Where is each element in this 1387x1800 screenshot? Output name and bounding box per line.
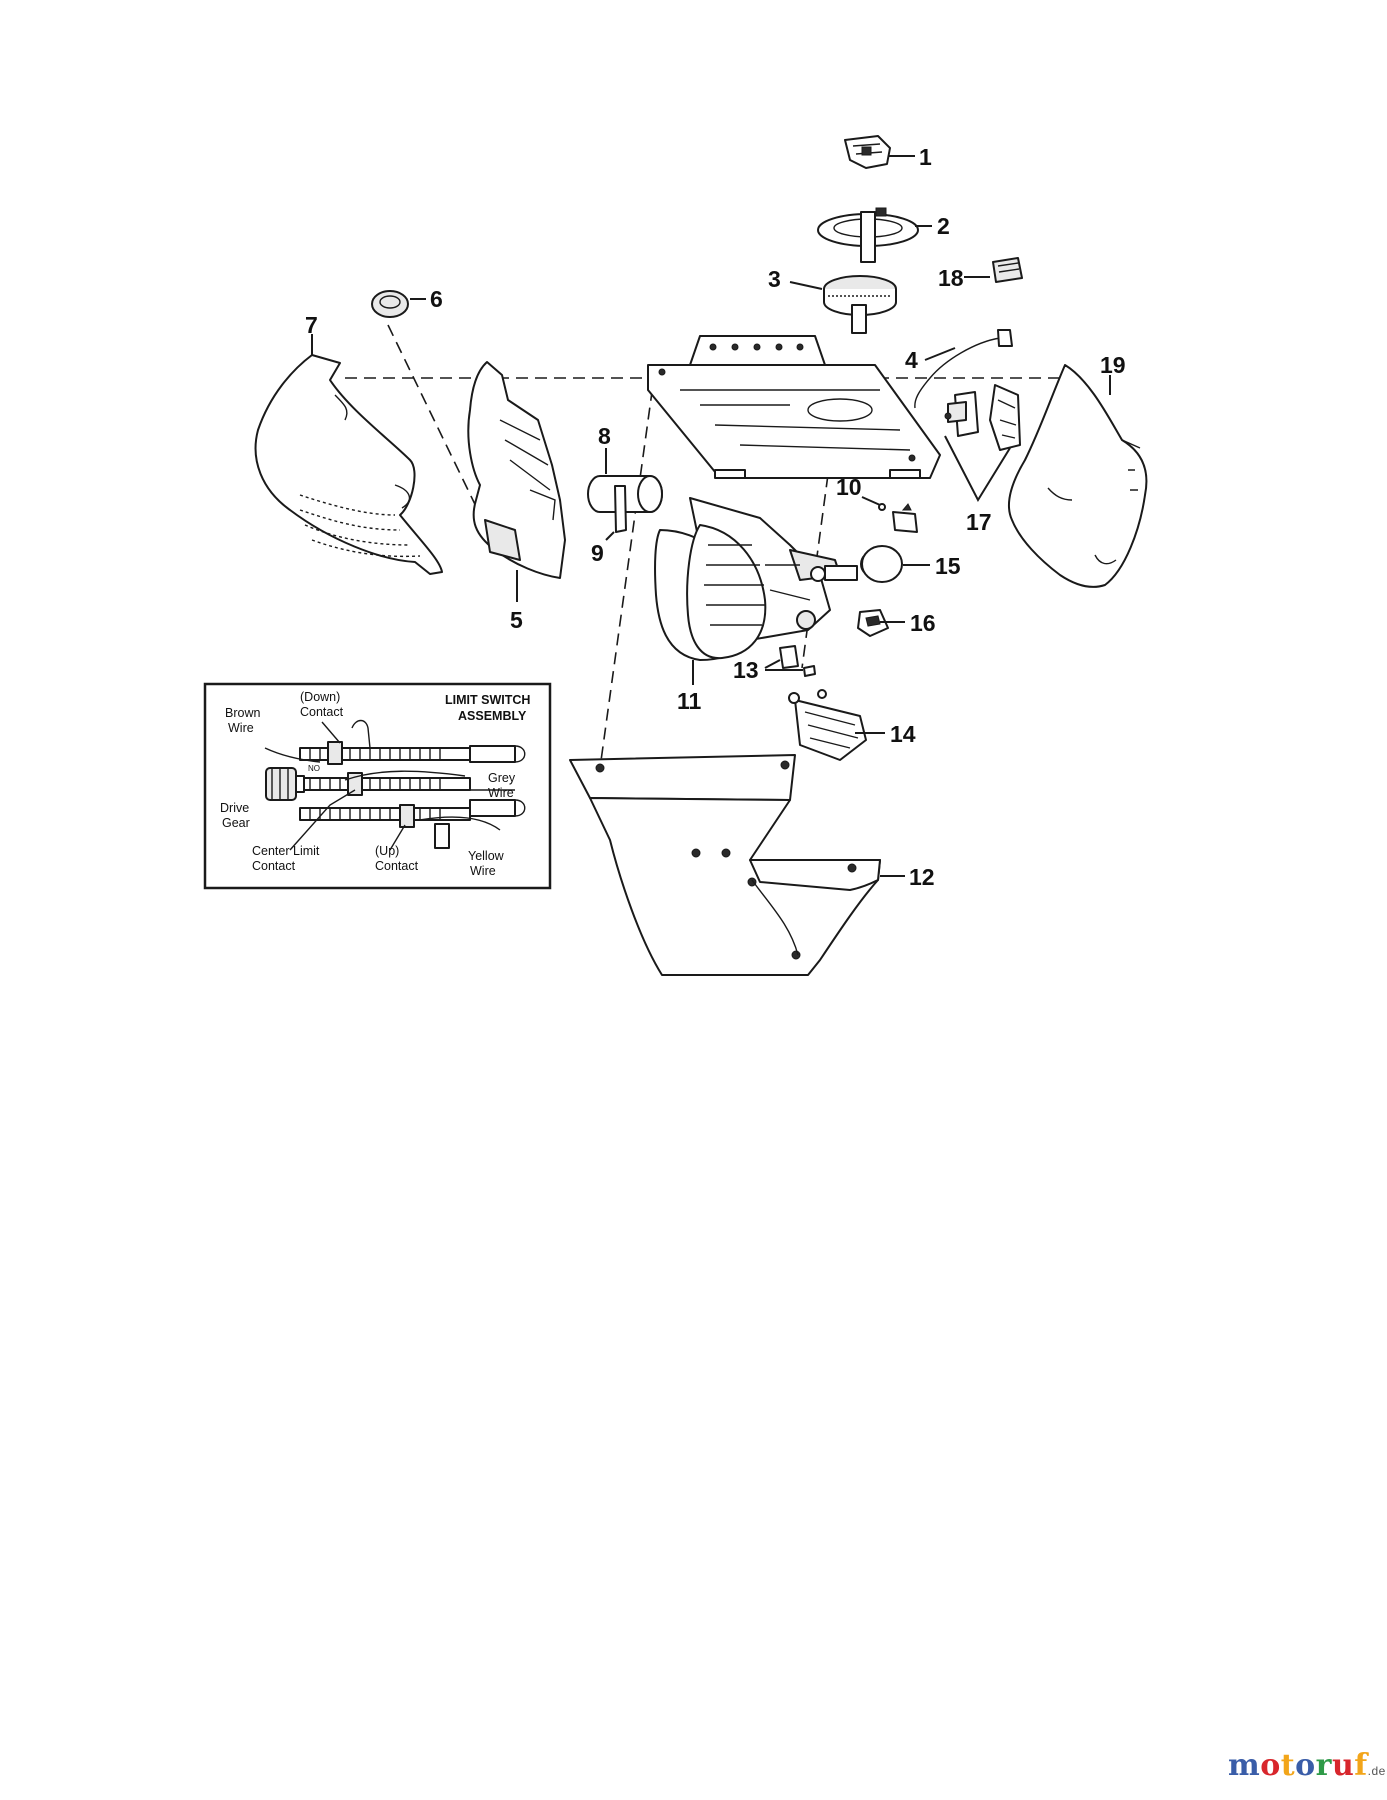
- part-11-motor: [654, 497, 858, 685]
- callout-15: 15: [935, 553, 961, 579]
- callout-12: 12: [909, 864, 935, 890]
- label-grey-wire-1: Grey: [488, 771, 516, 785]
- part-17-logic-boards: [944, 384, 1021, 503]
- part-10-switch: [861, 496, 918, 533]
- inset-drive-gear: [265, 767, 305, 801]
- part-2-drive-plate: [817, 207, 932, 263]
- callout-11: 11: [677, 688, 702, 714]
- brand-letter: f: [1354, 1748, 1368, 1783]
- part-5-end-panel: [467, 361, 566, 602]
- inset-wires: [264, 721, 501, 851]
- callout-7: 7: [305, 312, 318, 338]
- brand-letter: r: [1315, 1748, 1332, 1783]
- callout-6: 6: [430, 286, 443, 312]
- label-up-contact-1: (Up): [375, 844, 399, 858]
- callout-14: 14: [890, 721, 916, 747]
- label-grey-wire-2: Wire: [488, 786, 514, 800]
- brand-letter: u: [1331, 1748, 1355, 1783]
- callout-9: 9: [591, 540, 604, 566]
- part-4-power-cord: [914, 329, 1013, 409]
- label-down-contact-1: (Down): [300, 690, 340, 704]
- label-up-contact-2: Contact: [375, 859, 419, 873]
- part-9-capacitor-clip: [605, 485, 627, 541]
- label-down-contact-2: Contact: [300, 705, 344, 719]
- callout-5: 5: [510, 607, 523, 633]
- brand-letter: o: [1260, 1748, 1281, 1783]
- callout-17: 17: [966, 509, 992, 535]
- label-center-limit-1: Center Limit: [252, 844, 320, 858]
- callout-4: 4: [905, 347, 918, 373]
- part-15-knob: [860, 545, 930, 583]
- callout-19: 19: [1100, 352, 1126, 378]
- brand-letter: m: [1228, 1748, 1261, 1783]
- label-brown-wire-2: Wire: [228, 721, 254, 735]
- label-drive-gear-2: Gear: [222, 816, 250, 830]
- label-drive-gear-1: Drive: [220, 801, 249, 815]
- brand-watermark: motoruf.de: [1228, 1748, 1386, 1788]
- callout-2: 2: [937, 213, 950, 239]
- part-18-bracket: [964, 257, 1023, 283]
- callout-1: 1: [919, 144, 932, 170]
- label-yellow-wire-1: Yellow: [468, 849, 505, 863]
- part-14-limit-switch: [788, 689, 885, 761]
- callout-13: 13: [733, 657, 759, 683]
- brand-suffix: .de: [1367, 1764, 1386, 1778]
- label-center-limit-2: Contact: [252, 859, 296, 873]
- brand-letter: o: [1295, 1748, 1316, 1783]
- label-brown-wire-1: Brown: [225, 706, 260, 720]
- callout-16: 16: [910, 610, 936, 636]
- part-12-chassis-cover: [569, 754, 905, 976]
- chassis-plate: [647, 335, 941, 479]
- callout-18: 18: [938, 265, 964, 291]
- inset-threaded-rods: [299, 745, 526, 821]
- callout-10: 10: [836, 474, 862, 500]
- part-7-lens-cover: [254, 334, 443, 575]
- label-yellow-wire-2: Wire: [470, 864, 496, 878]
- inset-title-line2: ASSEMBLY: [458, 709, 527, 723]
- limit-switch-inset: NO LIMIT SWITCH ASSEMBLY Brown Wire (Dow…: [203, 682, 552, 890]
- part-13-cam: [764, 645, 816, 677]
- part-19-side-cover: [1007, 364, 1148, 588]
- inset-no-mark: NO: [308, 764, 320, 773]
- part-1-switch: [844, 135, 915, 169]
- callout-3: 3: [768, 266, 781, 292]
- part-3-drive-gear: [789, 275, 897, 334]
- part-6-cap: [371, 290, 426, 318]
- inset-title-line1: LIMIT SWITCH: [445, 693, 530, 707]
- brand-letter: t: [1280, 1748, 1296, 1783]
- callout-8: 8: [598, 423, 611, 449]
- callout-numbers: 1 2 3 4 5 6 7 8 9 10 11 12 13 14 15 16 1…: [305, 144, 1126, 890]
- part-16-switch: [857, 609, 905, 637]
